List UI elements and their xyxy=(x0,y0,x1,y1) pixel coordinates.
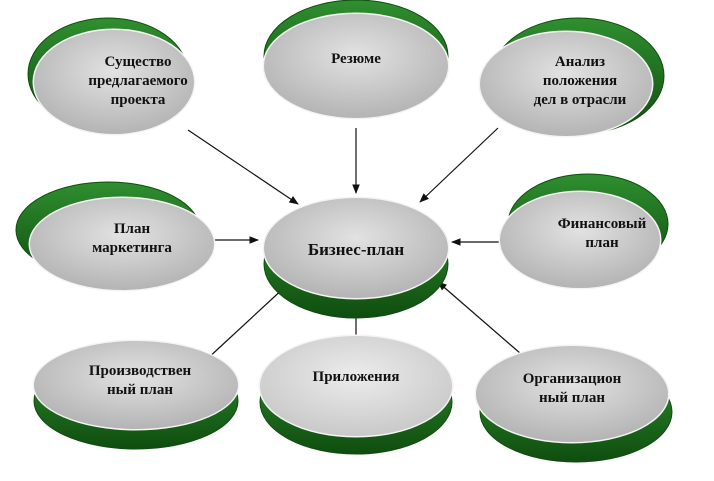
arrow-organizational-to-center xyxy=(437,281,529,361)
node-essence-top xyxy=(34,30,194,134)
node-industry-label-line: положения xyxy=(543,73,617,89)
node-marketing-label: План маркетинга xyxy=(92,221,172,256)
diagram-nodes: Существо предлагаемого проекта Резюме Анализ… xyxy=(15,0,673,463)
node-marketing-label-line: План xyxy=(114,221,151,237)
node-production-top xyxy=(34,341,238,429)
node-summary-top xyxy=(264,14,448,118)
node-production-label: Производствен ный план xyxy=(89,363,192,398)
node-essence-label-line: проекта xyxy=(111,92,166,108)
node-organizational-label-line: Организацион xyxy=(523,371,622,387)
node-essence-label-line: Существо xyxy=(105,54,172,70)
node-organizational-top xyxy=(476,346,668,442)
node-appendix-label-line: Приложения xyxy=(313,369,400,385)
node-production-label-line: ный план xyxy=(107,382,173,398)
node-center-top xyxy=(264,198,448,298)
node-summary-label-line: Резюме xyxy=(331,51,381,67)
node-center: Бизнес-план xyxy=(262,196,450,319)
arrow-production-to-center xyxy=(205,285,287,361)
node-summary: Резюме xyxy=(262,0,450,120)
node-appendix: Приложения xyxy=(258,334,454,455)
node-industry-label-line: Анализ xyxy=(555,54,605,70)
node-financial-label-line: Финансовый xyxy=(558,216,647,232)
node-appendix-label: Приложения xyxy=(313,369,400,385)
arrow-essence-to-center xyxy=(187,129,299,205)
node-industry: Анализ положения дел в отрасли xyxy=(478,17,665,138)
node-industry-top xyxy=(480,32,652,136)
arrow-industry-to-center xyxy=(419,127,499,203)
node-essence-label: Существо предлагаемого проекта xyxy=(88,54,187,108)
node-industry-label-line: дел в отрасли xyxy=(534,92,627,108)
node-organizational-label: Организацион ный план xyxy=(523,371,622,406)
node-summary-label: Резюме xyxy=(331,51,381,67)
node-appendix-top xyxy=(260,336,452,436)
connector-arrows xyxy=(187,127,529,361)
node-essence-label-line: предлагаемого xyxy=(88,73,187,89)
node-industry-label: Анализ положения дел в отрасли xyxy=(534,54,627,108)
node-essence: Существо предлагаемого проекта xyxy=(27,17,196,136)
node-production-label-line: Производствен xyxy=(89,363,192,379)
node-marketing: План маркетинга xyxy=(15,181,216,292)
node-financial-top xyxy=(500,192,660,288)
node-marketing-label-line: маркетинга xyxy=(92,240,172,256)
node-production: Производствен ный план xyxy=(32,339,240,450)
node-center-label: Бизнес-план xyxy=(308,240,404,259)
node-center-label-line: Бизнес-план xyxy=(308,240,404,259)
node-marketing-top xyxy=(30,198,214,290)
node-organizational: Организацион ный план xyxy=(474,344,673,463)
node-financial: Финансовый план xyxy=(498,173,669,290)
node-financial-label-line: план xyxy=(585,235,619,251)
node-organizational-label-line: ный план xyxy=(539,390,605,406)
node-financial-label: Финансовый план xyxy=(558,216,647,251)
